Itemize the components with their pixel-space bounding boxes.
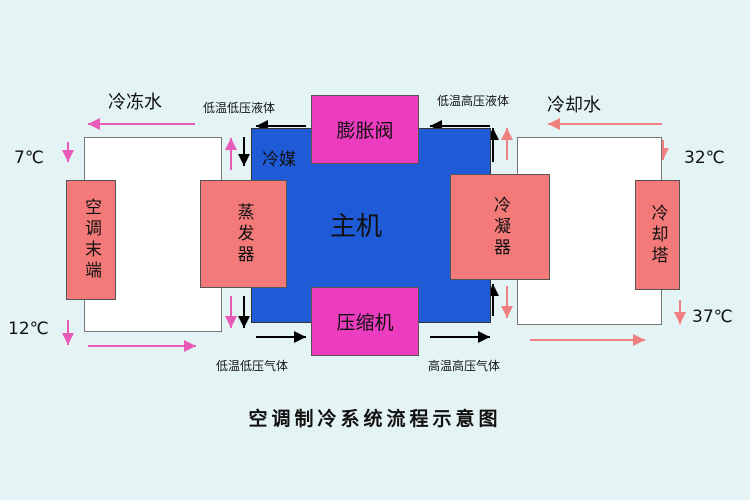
- temp-37-label: 37℃: [692, 307, 733, 327]
- refrigerant-label: 冷媒: [262, 150, 296, 170]
- evaporator-box: 蒸发器: [200, 180, 287, 288]
- high-temp-high-press-gas-label: 高温高压气体: [428, 359, 501, 373]
- low-temp-low-press-gas-label: 低温低压气体: [216, 359, 289, 373]
- cooling-tower-box: 冷却塔: [635, 180, 680, 290]
- temp-32-label: 32℃: [684, 148, 725, 168]
- low-temp-high-press-liquid-label: 低温高压液体: [437, 94, 510, 108]
- compressor-box: 压缩机: [311, 287, 419, 356]
- expansion-valve-box: 膨胀阀: [311, 95, 419, 164]
- condenser-label: 冷凝器: [490, 195, 511, 259]
- main-unit-label: 主机: [330, 212, 383, 242]
- cooling-tower-label: 冷却塔: [647, 203, 668, 267]
- cooling-water-label: 冷却水: [547, 95, 601, 116]
- ac-terminal-label: 空调末端: [81, 198, 102, 282]
- low-temp-low-press-liquid-label: 低温低压液体: [203, 101, 276, 115]
- evaporator-label: 蒸发器: [233, 202, 254, 266]
- temp-12-label: 12℃: [8, 319, 49, 339]
- temp-7-label: 7℃: [14, 148, 44, 168]
- chilled-water-label: 冷冻水: [108, 92, 162, 113]
- condenser-box: 冷凝器: [450, 174, 550, 280]
- diagram-title: 空调制冷系统流程示意图: [248, 408, 502, 430]
- ac-terminal-box: 空调末端: [66, 180, 116, 300]
